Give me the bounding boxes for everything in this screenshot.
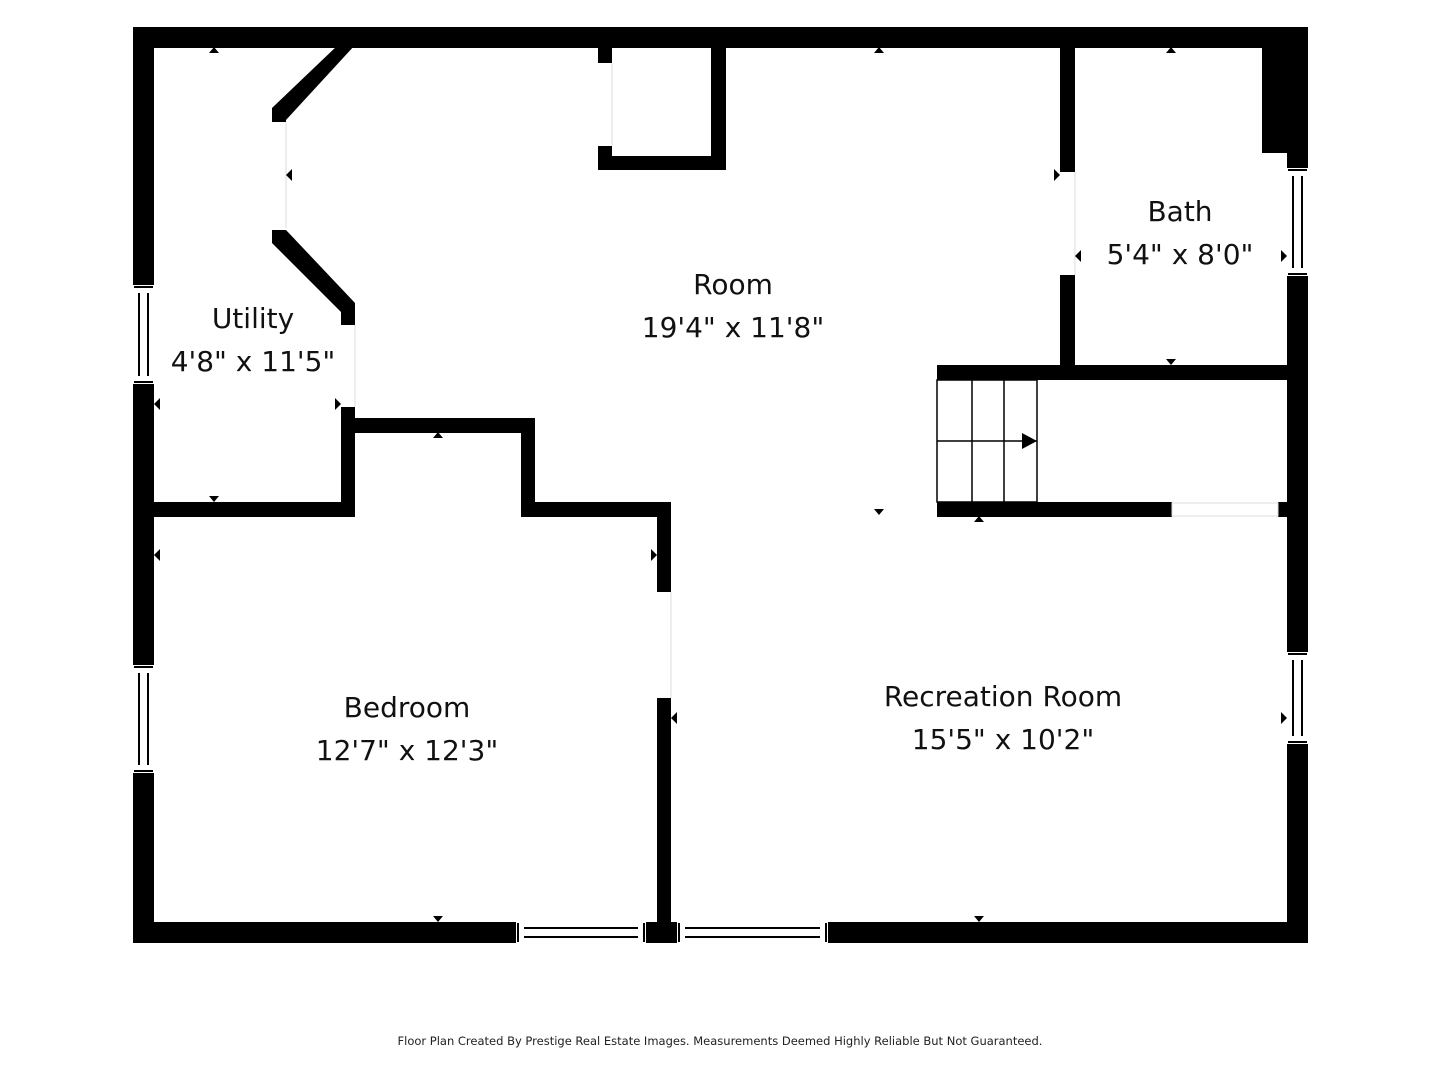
footer-disclaimer: Floor Plan Created By Prestige Real Esta… [397, 1034, 1043, 1048]
marker-triangle-icon [874, 47, 884, 53]
marker-triangle-icon [209, 47, 219, 53]
interior-walls [150, 45, 1308, 938]
wall-left [133, 27, 154, 943]
bedroom-wall-step-vertical [521, 418, 535, 517]
bath-wall-bottom [937, 365, 1308, 380]
bedroom-wall-right-upper [657, 502, 671, 592]
marker-triangle-icon [1166, 47, 1176, 53]
utility-angled-wall-top [272, 45, 355, 120]
utility-room-name: Utility [212, 302, 294, 335]
opening-stair-bottom [1171, 502, 1279, 517]
bath-wall-left-upper [1060, 45, 1075, 172]
bedroom-dimensions: 12'7" x 12'3" [316, 734, 498, 767]
marker-triangle-icon [1166, 359, 1176, 365]
wall-corner-block [1262, 27, 1308, 153]
window-recreation-right [1286, 652, 1309, 744]
marker-triangle-icon [874, 509, 884, 515]
window-recreation-bottom [677, 921, 828, 944]
marker-triangle-icon [671, 712, 677, 724]
window-bath [1286, 168, 1309, 276]
marker-triangle-icon [154, 549, 160, 561]
marker-triangle-icon [433, 432, 443, 438]
recreation-room-dimensions: 15'5" x 10'2" [912, 723, 1094, 756]
marker-triangle-icon [974, 916, 984, 922]
stair-wall-bottom-right [1278, 502, 1308, 517]
bath-room-name: Bath [1147, 195, 1212, 228]
marker-triangle-icon [209, 496, 219, 502]
stair-wall-bottom-left [937, 502, 1172, 517]
bedroom-wall-right-lower [657, 698, 671, 938]
room-name: Room [693, 268, 773, 301]
window-utility [132, 285, 155, 384]
window-bedroom-left [132, 665, 155, 773]
marker-triangle-icon [335, 398, 341, 410]
marker-triangle-icon [651, 549, 657, 561]
marker-triangle-icon [154, 398, 160, 410]
closet-wall-bottom [598, 156, 726, 170]
marker-triangle-icon [1281, 712, 1287, 724]
marker-triangle-icon [1054, 169, 1060, 181]
bath-room-dimensions: 5'4" x 8'0" [1107, 238, 1254, 271]
marker-triangle-icon [1281, 250, 1287, 262]
marker-triangle-icon [974, 516, 984, 522]
marker-triangle-icon [286, 169, 292, 181]
utility-wall-stub-top [272, 108, 286, 122]
wall-top [133, 27, 1308, 48]
room-labels: Utility 4'8" x 11'5" Room 19'4" x 11'8" … [171, 195, 1254, 767]
marker-triangle-icon [433, 916, 443, 922]
room-dimensions: 19'4" x 11'8" [642, 311, 824, 344]
bedroom-wall-top-step [341, 418, 535, 433]
marker-triangle-icon [1075, 250, 1081, 262]
windows [132, 63, 1309, 944]
recreation-room-name: Recreation Room [884, 680, 1122, 713]
utility-room-dimensions: 4'8" x 11'5" [171, 345, 336, 378]
stairs [936, 379, 1038, 503]
stair-arrow-icon [1022, 433, 1037, 449]
closet-wall-left-top [598, 45, 612, 63]
bath-wall-left-lower [1060, 275, 1075, 380]
utility-angled-wall-bottom [272, 230, 355, 325]
bedroom-name: Bedroom [344, 691, 471, 724]
utility-wall-bottom [150, 502, 355, 517]
closet-wall-right [711, 45, 726, 170]
wall-right [1287, 27, 1308, 943]
bedroom-wall-top-right [521, 502, 671, 517]
utility-wall-right-lower [341, 407, 355, 517]
dimension-markers [154, 47, 1287, 922]
window-bedroom-bottom [516, 921, 646, 944]
